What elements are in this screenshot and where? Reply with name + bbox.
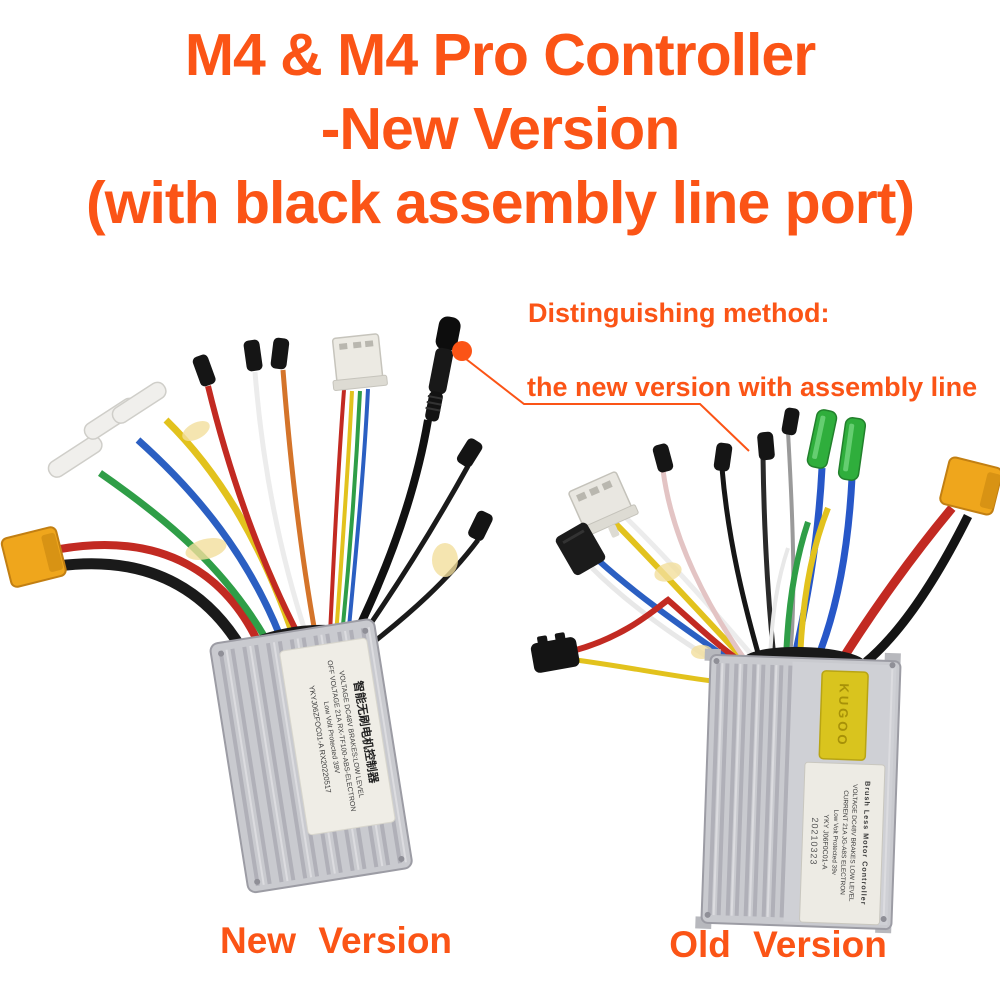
old-label-date: 20210323 <box>808 817 820 865</box>
small-black-connector <box>713 442 733 472</box>
old-label-row1: Brush Less Motor Controller <box>859 781 872 906</box>
xt60-connector <box>939 456 1000 516</box>
old-controller-body: KUGOO Brush Less Motor Controller VOLTAG… <box>695 646 902 934</box>
new-version-caption: New Version <box>219 920 453 961</box>
screw <box>704 911 711 918</box>
small-black-connector <box>192 354 216 387</box>
page-title: M4 & M4 Pro Controller -New Version (wit… <box>0 18 1000 240</box>
old-controller-photo: KUGOO Brush Less Motor Controller VOLTAG… <box>530 407 1000 934</box>
old-label-row4: Low Volt Protected 39v <box>830 809 839 875</box>
green-spade-terminal <box>806 409 838 469</box>
callout-annotation <box>452 341 750 452</box>
small-black-connector <box>243 339 263 372</box>
small-black-connector <box>757 431 775 461</box>
old-brand-label: KUGOO <box>818 670 869 761</box>
small-black-connector <box>781 407 800 436</box>
title-line-2: -New Version <box>320 96 681 162</box>
wire <box>205 385 305 644</box>
heatsink-fin-highlights <box>712 663 894 922</box>
screw <box>713 658 720 665</box>
wire <box>719 467 763 661</box>
black-connector <box>530 632 580 673</box>
wire <box>618 510 758 662</box>
new-wire-harness <box>57 369 480 671</box>
new-controller-photo: 智能无刷电机控制器 VOLTAGE DC48V BRAKES:LOW LEVEL… <box>0 316 493 894</box>
screw <box>218 650 225 657</box>
green-spade-terminal <box>837 417 867 481</box>
small-black-connector <box>456 438 483 468</box>
wire <box>59 541 269 660</box>
wire <box>609 517 755 671</box>
callout-line <box>465 358 750 452</box>
old-label-row2: VOLTAGE DC48V BRAKES LOW LEVEL <box>847 784 858 902</box>
title-line-1: M4 & M4 Pro Controller <box>184 22 816 88</box>
new-spec-label: 智能无刷电机控制器 VOLTAGE DC48V BRAKES:LOW LEVEL… <box>279 637 396 836</box>
tape <box>432 543 458 577</box>
new-controller-body: 智能无刷电机控制器 VOLTAGE DC48V BRAKES:LOW LEVEL… <box>209 618 413 894</box>
wire <box>838 505 956 663</box>
tape <box>654 562 682 582</box>
wire <box>328 389 346 635</box>
wire <box>280 369 319 639</box>
small-black-connector <box>652 443 674 473</box>
wire <box>346 388 370 639</box>
wire <box>660 469 751 666</box>
bullet-connector <box>47 435 103 478</box>
wire <box>575 596 760 675</box>
wire <box>135 437 288 648</box>
screw <box>889 662 896 669</box>
wire <box>863 513 973 666</box>
screw <box>362 627 369 634</box>
old-spec-label: Brush Less Motor Controller VOLTAGE DC48… <box>799 761 886 926</box>
wire <box>797 506 831 663</box>
screw <box>880 915 887 922</box>
distinguishing-method-note: the new version with assembly line <box>527 372 978 402</box>
xt60-connector <box>0 526 67 588</box>
assembly-line-port-connector <box>425 316 461 422</box>
wire <box>812 477 856 664</box>
wire <box>355 464 471 644</box>
old-label-row5: YKY J06F0C01-A <box>820 814 829 870</box>
screw <box>254 878 261 885</box>
tape-pieces <box>182 421 458 577</box>
wire <box>252 371 311 641</box>
distinguishing-method-heading: Distinguishing method: <box>528 298 830 328</box>
wire <box>364 538 480 650</box>
old-wire-harness <box>575 431 973 689</box>
black-square-connector <box>555 522 606 576</box>
small-black-connector <box>468 510 493 541</box>
heatsink-fins <box>707 663 793 918</box>
screw <box>398 855 405 862</box>
wire <box>340 390 362 637</box>
wire <box>768 547 790 661</box>
tape <box>182 421 210 441</box>
wire <box>786 431 796 657</box>
callout-dot <box>452 341 472 361</box>
wire <box>334 390 354 637</box>
jst-connector <box>568 471 639 538</box>
old-label-row3: CURRENT 21A JG-A8S ELECTRON <box>838 790 849 895</box>
wire <box>783 521 811 661</box>
bullet-connector <box>111 381 167 424</box>
jst-connector <box>331 333 388 391</box>
small-black-connector <box>270 337 290 370</box>
title-line-3: (with black assembly line port) <box>86 170 915 236</box>
old-brand-text: KUGOO <box>835 683 852 748</box>
assembly-line-cable <box>348 419 432 644</box>
tape <box>185 538 227 560</box>
old-version-caption: Old Version <box>669 924 887 965</box>
